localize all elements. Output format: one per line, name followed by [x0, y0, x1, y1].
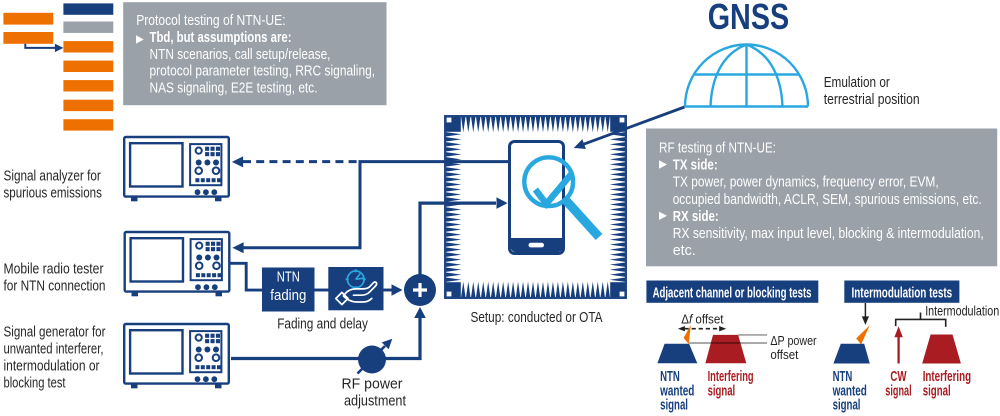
svg-text:RF testing of NTN-UE:: RF testing of NTN-UE:	[659, 141, 776, 157]
svg-text:RX side:: RX side:	[673, 209, 719, 225]
svg-text:unwanted interferer,: unwanted interferer,	[4, 341, 104, 358]
svg-text:NTN: NTN	[833, 369, 853, 385]
svg-text:Signal analyzer for: Signal analyzer for	[4, 168, 101, 185]
svg-text:NTN scenarios, call setup/rele: NTN scenarios, call setup/release,	[150, 47, 331, 63]
svg-text:Adjacent channel or blocking t: Adjacent channel or blocking tests	[653, 285, 812, 301]
svg-text:Emulation or: Emulation or	[824, 74, 890, 91]
svg-text:for NTN connection: for NTN connection	[4, 278, 106, 295]
svg-text:NAS signaling, E2E testing, et: NAS signaling, E2E testing, etc.	[150, 81, 318, 97]
svg-text:intermodulation or: intermodulation or	[4, 358, 100, 375]
svg-text:occupied bandwidth, ACLR, SEM,: occupied bandwidth, ACLR, SEM, spurious …	[673, 192, 982, 208]
svg-text:TX power, power dynamics, freq: TX power, power dynamics, frequency erro…	[673, 175, 939, 191]
svg-text:etc.: etc.	[673, 243, 696, 259]
svg-text:signal: signal	[885, 383, 911, 399]
svg-text:GNSS: GNSS	[708, 0, 790, 37]
svg-text:NTN: NTN	[660, 369, 680, 385]
svg-text:Setup: conducted or OTA: Setup: conducted or OTA	[471, 309, 603, 326]
svg-text:Intermodulation tests: Intermodulation tests	[852, 285, 953, 301]
svg-text:spurious emissions: spurious emissions	[4, 185, 102, 202]
svg-text:terrestrial position: terrestrial position	[824, 91, 920, 108]
svg-text:Tbd, but assumptions are:: Tbd, but assumptions are:	[150, 30, 292, 46]
svg-text:protocol parameter testing, RR: protocol parameter testing, RRC signalin…	[150, 64, 376, 80]
svg-text:fading: fading	[270, 287, 306, 304]
svg-text:ΔP power: ΔP power	[770, 333, 817, 348]
svg-text:RX sensitivity, max input leve: RX sensitivity, max input level, blockin…	[673, 226, 984, 242]
svg-text:CW: CW	[890, 369, 906, 385]
svg-text:offset: offset	[770, 347, 798, 362]
svg-text:signal: signal	[708, 383, 736, 399]
svg-text:wanted: wanted	[832, 383, 867, 399]
svg-text:TX side:: TX side:	[673, 158, 718, 174]
svg-text:wanted: wanted	[659, 383, 694, 399]
svg-text:signal: signal	[923, 383, 951, 399]
svg-text:Interfering: Interfering	[923, 369, 971, 385]
svg-text:Intermodulation: Intermodulation	[925, 304, 999, 319]
svg-text:blocking test: blocking test	[4, 375, 67, 392]
svg-text:Signal generator for: Signal generator for	[4, 323, 106, 340]
svg-text:NTN: NTN	[277, 268, 300, 285]
svg-text:Fading and delay: Fading and delay	[277, 316, 368, 333]
svg-text:RF power: RF power	[342, 375, 403, 392]
svg-text:Protocol testing of NTN-UE:: Protocol testing of NTN-UE:	[136, 13, 285, 29]
svg-text:Δf offset: Δf offset	[681, 312, 724, 327]
svg-text:adjustment: adjustment	[344, 392, 407, 409]
svg-text:signal: signal	[833, 397, 861, 413]
svg-text:Mobile radio tester: Mobile radio tester	[4, 261, 104, 278]
svg-text:Interfering: Interfering	[708, 369, 754, 385]
svg-text:signal: signal	[660, 397, 688, 413]
